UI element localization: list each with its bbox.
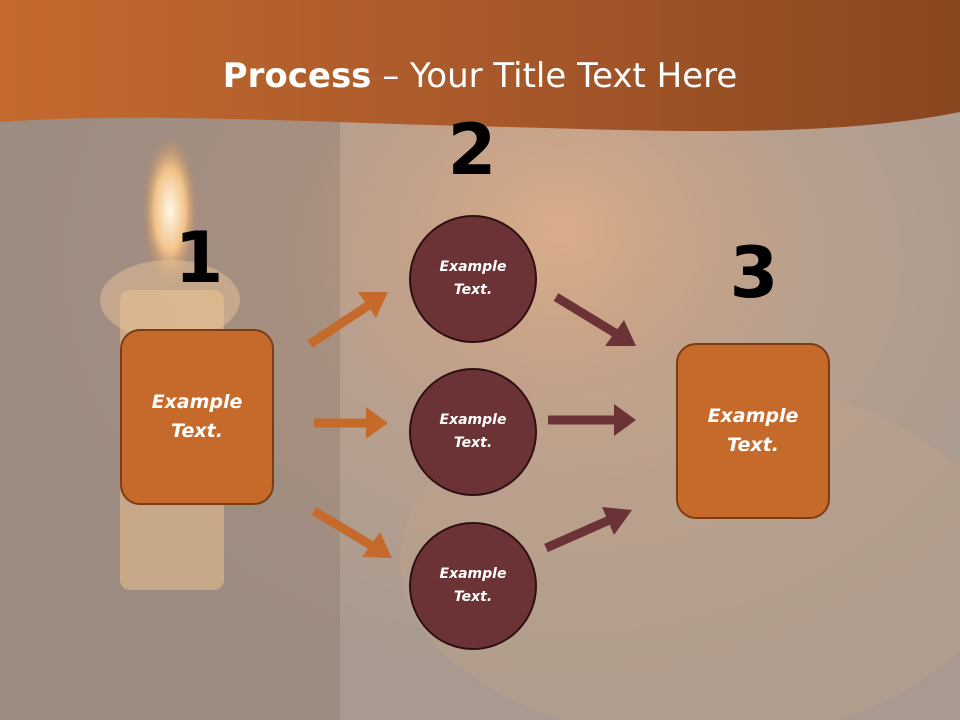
- step-number-3: 3: [729, 232, 779, 314]
- slide-title: Process – Your Title Text Here: [0, 54, 960, 98]
- step-3-box-text: Example Text.: [707, 405, 799, 456]
- arrow-right-mid: [548, 404, 636, 436]
- step-1-box: Example Text.: [120, 329, 274, 505]
- title-rest: – Your Title Text Here: [371, 56, 738, 96]
- title-bold: Process: [222, 56, 372, 96]
- arrow-right-down: [553, 293, 636, 346]
- circle-middle-text: Example Text.: [439, 412, 507, 451]
- arrow-left-up: [307, 292, 388, 348]
- step-number-1: 1: [174, 217, 224, 299]
- title-band: [0, 0, 960, 132]
- step-number-2: 2: [447, 109, 497, 191]
- step-2-circle-top: Example Text.: [409, 215, 537, 343]
- step-2-circle-middle: Example Text.: [409, 368, 537, 496]
- arrow-right-up: [544, 507, 632, 553]
- circle-bottom-text: Example Text.: [439, 566, 507, 605]
- circle-top-text: Example Text.: [439, 259, 507, 298]
- arrow-left-down: [311, 507, 392, 558]
- step-1-box-text: Example Text.: [151, 391, 243, 442]
- step-2-circle-bottom: Example Text.: [409, 522, 537, 650]
- arrow-left-mid: [314, 407, 388, 439]
- step-3-box: Example Text.: [676, 343, 830, 519]
